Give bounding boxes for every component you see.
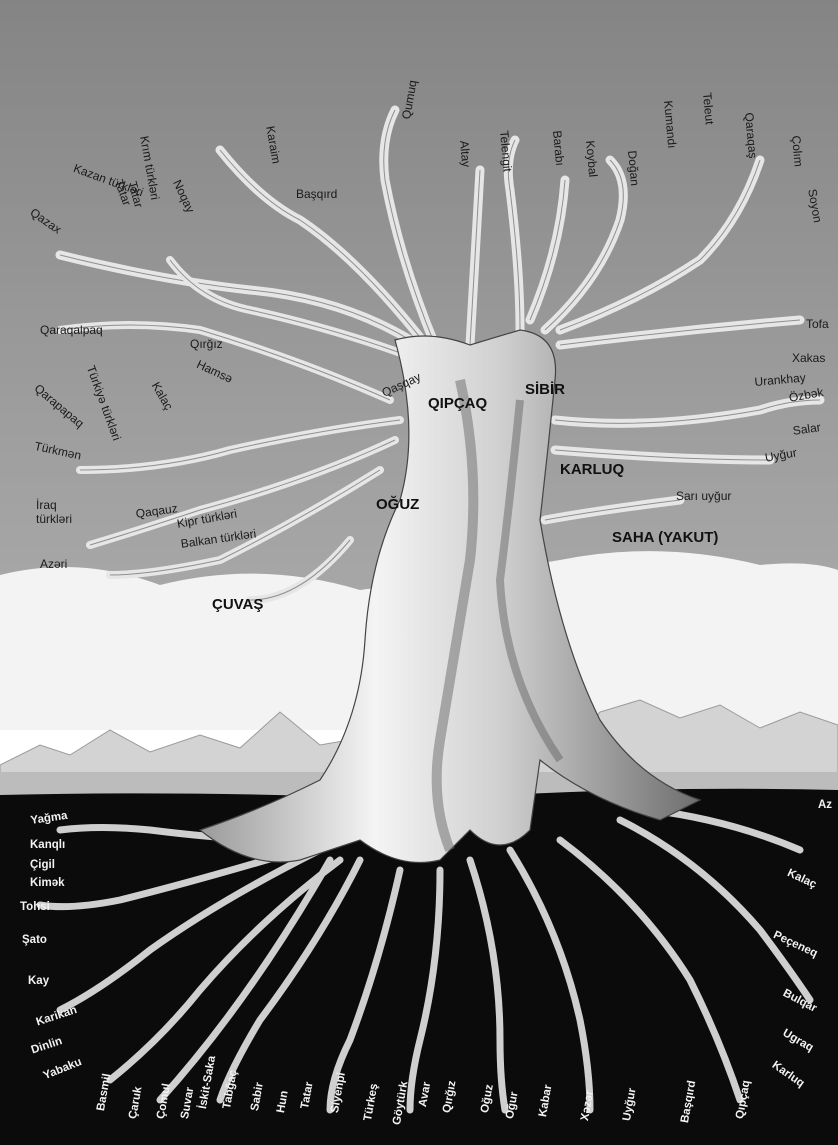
branch-label: Telengit [498, 130, 514, 172]
group-label-oguz: OĞUZ [376, 497, 419, 512]
branch-label: Sarı uyğur [676, 490, 731, 502]
branch-label: Altay [458, 140, 472, 168]
root-label: Az [818, 800, 832, 812]
root-label: Kanqlı [30, 840, 65, 852]
branch-label: Azəri [40, 558, 67, 570]
group-label-qipcaq: QIPÇAQ [428, 396, 487, 411]
branch-label: Koybal [584, 140, 599, 178]
branch-label: Xakas [792, 352, 825, 364]
branch-label: Salar [792, 421, 821, 437]
root-label: Şato [22, 935, 47, 947]
group-label-cuvas: ÇUVAŞ [212, 597, 263, 612]
branch-label: Qaraqalpaq [40, 324, 103, 336]
branch-label: Qırğız [190, 338, 223, 350]
branch-label: Başqırd [296, 188, 337, 200]
branch-label: Barabı [551, 130, 566, 166]
branch-label: Qaraqaş [743, 112, 759, 159]
branch-label: Doğan [626, 150, 641, 186]
root-label: Çigil [30, 860, 55, 872]
root-label: Kimək [30, 878, 65, 890]
root-label: Tohsi [20, 902, 50, 914]
root-label: Kay [28, 976, 49, 988]
branch-label: İraq türkləri [36, 498, 96, 527]
branch-label: Teleut [701, 92, 716, 125]
group-label-sibir: SİBİR [525, 382, 565, 397]
branch-label: Çolım [790, 135, 805, 167]
branch-label: Tofa [806, 318, 829, 330]
group-label-saha: SAHA (YAKUT) [612, 530, 718, 545]
group-label-karluq: KARLUQ [560, 462, 624, 477]
